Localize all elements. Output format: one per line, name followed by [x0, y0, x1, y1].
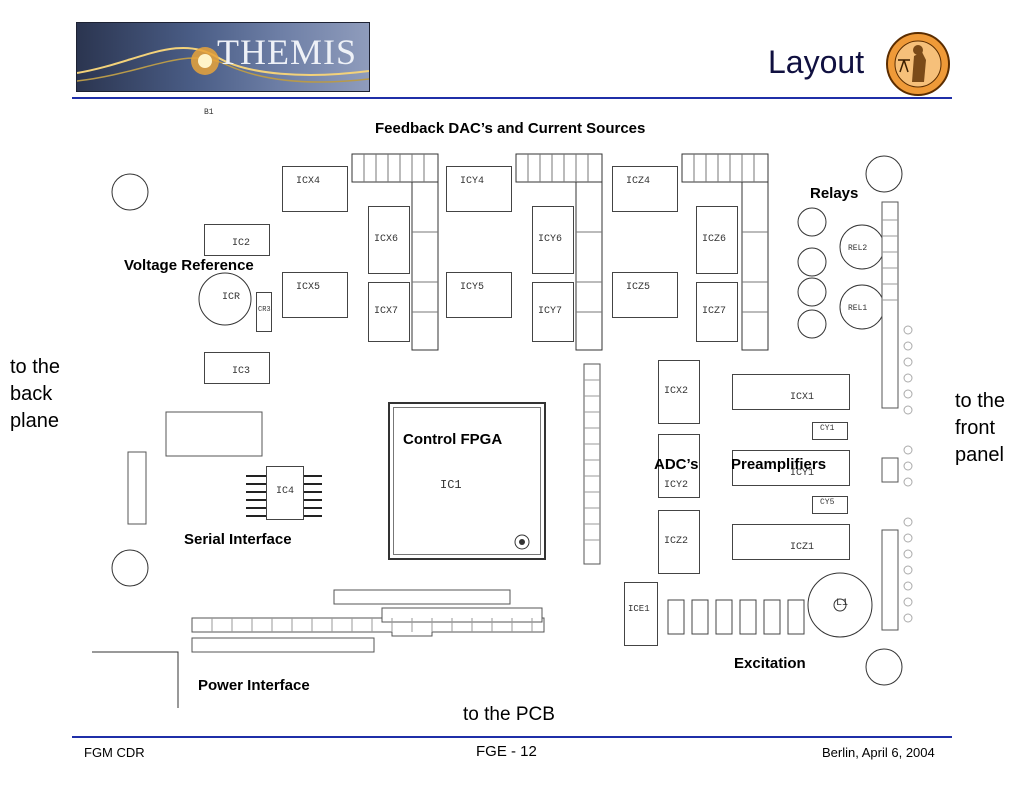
chip-icy5: [446, 272, 512, 318]
chip-icx6-label: ICX6: [374, 234, 399, 245]
chip-icz2-label: ICZ2: [664, 536, 689, 547]
chip-icy7: [532, 282, 574, 342]
chip-icz7: [696, 282, 738, 342]
chip-icy2: [658, 434, 700, 498]
chip-icz2: [658, 510, 700, 574]
chip-icz5: [612, 272, 678, 318]
chip-icz6: [696, 206, 738, 274]
label-to-the-pcb: to the PCB: [463, 704, 555, 725]
chip-icy1-label: ICY1: [790, 468, 815, 479]
label-to-the-front-panel: to the front panel: [955, 388, 1005, 469]
chip-icx7: [368, 282, 410, 342]
label-relays: Relays: [810, 185, 859, 202]
footer-page-number: FGE - 12: [476, 743, 537, 760]
chip-icx5-label: ICX5: [296, 282, 321, 293]
banner-artwork: [77, 47, 369, 83]
label-adcs: ADC’s: [654, 456, 699, 473]
chip-icx2: [658, 360, 700, 424]
themis-banner-logo: THEMIS: [76, 22, 370, 92]
chip-ic2-label: IC2: [232, 238, 251, 249]
label-excitation: Excitation: [734, 655, 806, 672]
chip-icx1: [732, 374, 850, 410]
chip-rel2-label: REL2: [848, 244, 868, 253]
chip-icz5-label: ICZ5: [626, 282, 651, 293]
l1-inductor: [807, 572, 873, 638]
chip-icy4: [446, 166, 512, 212]
label-voltage-reference: Voltage Reference: [124, 257, 254, 274]
footer-rule: [72, 736, 952, 738]
chip-icx2-label: ICX2: [664, 386, 689, 397]
label-feedback-dacs: Feedback DAC’s and Current Sources: [375, 120, 646, 137]
chip-icx5: [282, 272, 348, 318]
page-title: Layout: [768, 44, 865, 80]
logo-text: THEMIS: [217, 32, 357, 72]
pcb-layout-diagram: [92, 153, 913, 708]
back-plane-line-1: to the: [10, 356, 61, 378]
chip-ice1: [624, 582, 658, 646]
chip-icz1: [732, 524, 850, 560]
chip-icx7-label: ICX7: [374, 306, 399, 317]
mounting-hole: [865, 155, 903, 193]
front-panel-line-1: to the: [955, 390, 1006, 412]
chip-l1-label: L1: [836, 598, 849, 609]
header-rule: [72, 97, 952, 99]
chip-icz7-label: ICZ7: [702, 306, 727, 317]
chip-ic1-label: IC1: [440, 478, 462, 492]
chip-icy6-label: ICY6: [538, 234, 563, 245]
back-plane-line-3: plane: [10, 410, 59, 432]
front-panel-line-3: panel: [955, 444, 1004, 466]
chip-ic2: [204, 224, 270, 256]
chip-cy1-label: CY1: [820, 424, 835, 433]
chip-ic3: [204, 352, 270, 384]
chip-icz6-label: ICZ6: [702, 234, 727, 245]
chip-icy1: [732, 450, 850, 486]
chip-icx1-label: ICX1: [790, 392, 815, 403]
footer-left: FGM CDR: [84, 745, 145, 760]
chip-ice1-label: ICE1: [628, 604, 650, 614]
chip-ic4: [266, 466, 304, 520]
front-panel-line-2: front: [955, 417, 996, 439]
chip-icx6: [368, 206, 410, 274]
back-plane-line-2: back: [10, 383, 53, 405]
chip-ic4-label: IC4: [276, 486, 295, 497]
label-serial-interface: Serial Interface: [184, 531, 292, 548]
label-power-interface: Power Interface: [198, 677, 310, 694]
chip-cy5-label: CY5: [820, 498, 835, 507]
chip-icy4-label: ICY4: [460, 176, 485, 187]
chip-icz4: [612, 166, 678, 212]
chip-icz4-label: ICZ4: [626, 176, 651, 187]
chip-icy2-label: ICY2: [664, 480, 689, 491]
label-to-the-back-plane: to the back plane: [10, 354, 60, 435]
chip-ic3-label: IC3: [232, 366, 251, 377]
label-preamplifiers: Preamplifiers: [731, 456, 827, 473]
fpga-marker-icon: [514, 534, 530, 550]
chip-icx4: [282, 166, 348, 212]
themis-seal-icon: [886, 32, 950, 96]
icr-component: [198, 272, 252, 326]
chip-icy7-label: ICY7: [538, 306, 563, 317]
b1-label: B1: [204, 108, 214, 117]
footer-right: Berlin, April 6, 2004: [822, 745, 935, 760]
chip-icz1-label: ICZ1: [790, 542, 815, 553]
mounting-hole: [111, 549, 149, 587]
chip-cr3-label: CR3: [258, 306, 271, 314]
mounting-hole: [111, 173, 149, 211]
chip-cy1: [812, 422, 848, 440]
mounting-hole: [865, 648, 903, 686]
chip-icy6: [532, 206, 574, 274]
chip-rel1-label: REL1: [848, 304, 868, 313]
chip-icy5-label: ICY5: [460, 282, 485, 293]
control-fpga-chip: [388, 402, 546, 560]
chip-cr3: [256, 292, 272, 332]
chip-cy5: [812, 496, 848, 514]
label-control-fpga: Control FPGA: [403, 431, 503, 448]
chip-icx4-label: ICX4: [296, 176, 321, 187]
chip-icr-label: ICR: [222, 292, 241, 303]
